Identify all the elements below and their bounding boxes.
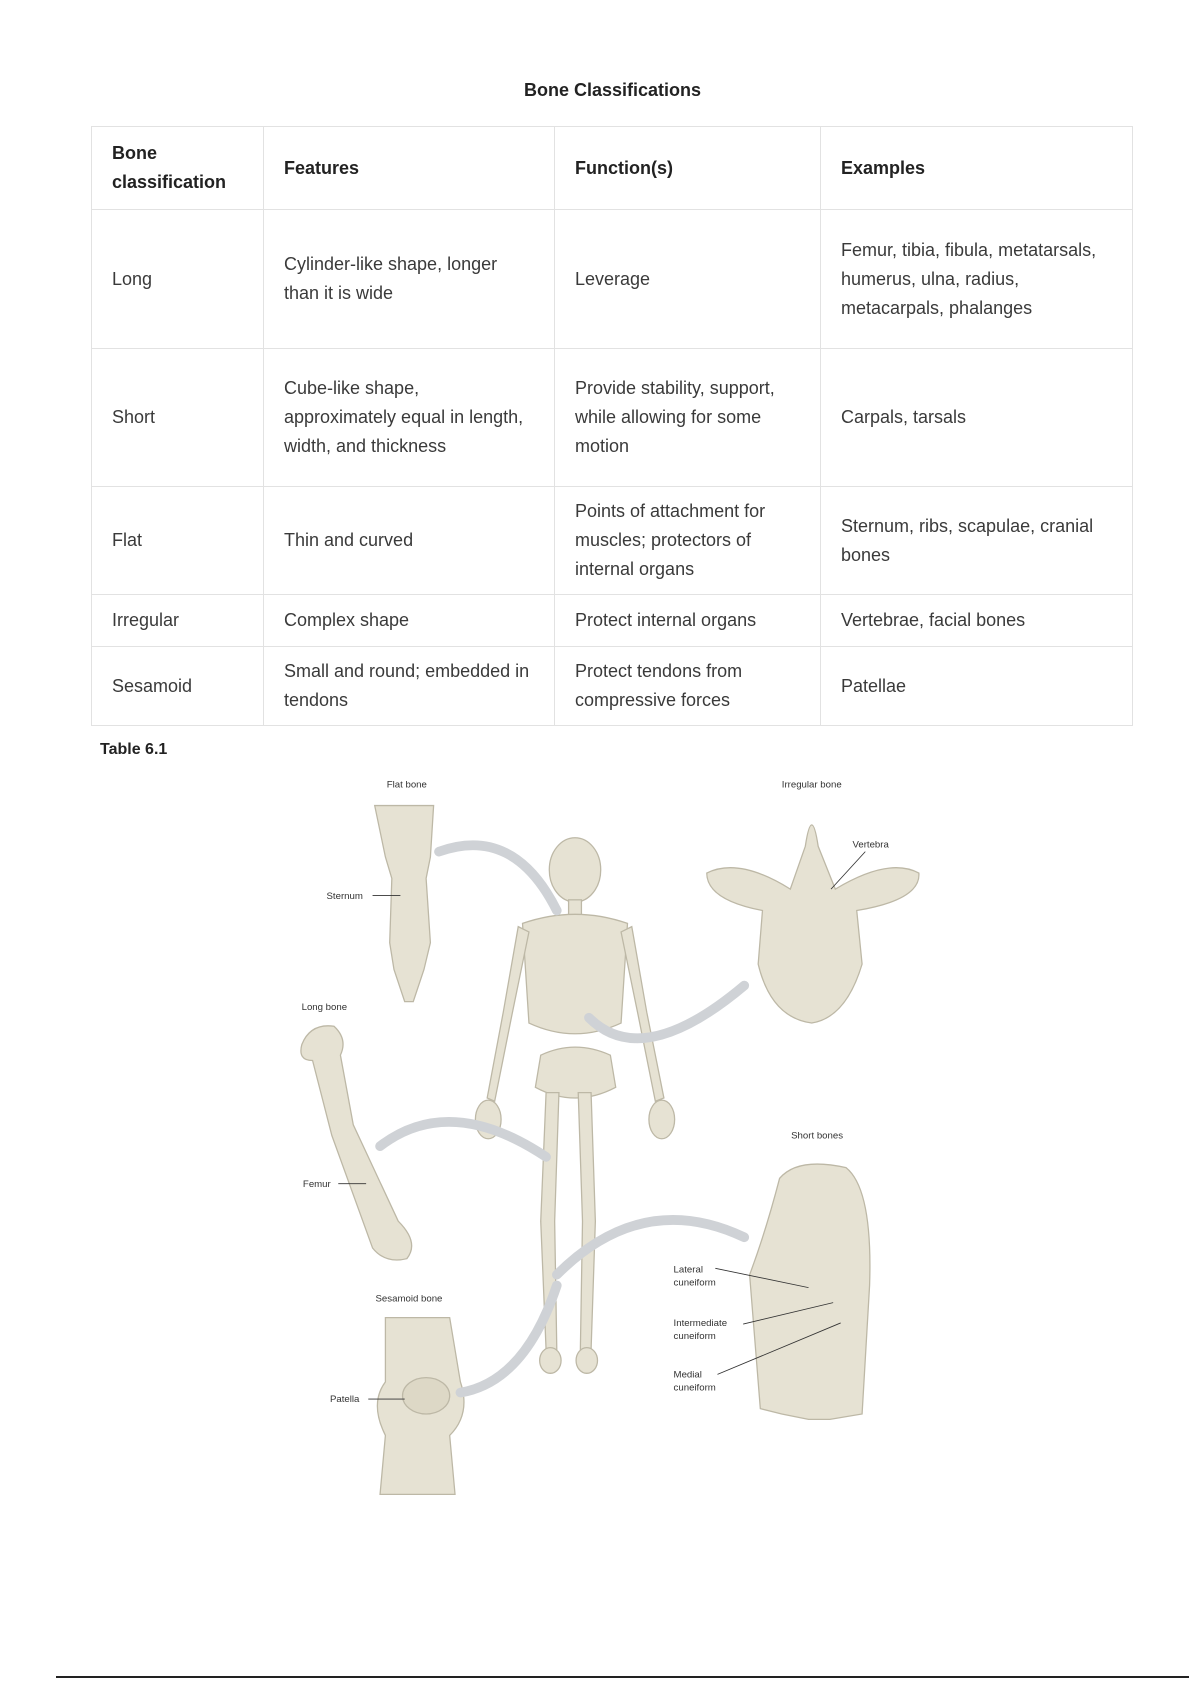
skeleton-illustration xyxy=(474,837,676,1374)
header-cell: Examples xyxy=(820,126,1133,210)
lateral-cuneiform-label: Lateral xyxy=(674,1265,703,1276)
foot-illustration xyxy=(748,1163,871,1421)
cell: Protect internal organs xyxy=(554,594,821,647)
table-row: Short Cube-like shape, approximately equ… xyxy=(91,348,1133,487)
cell: Thin and curved xyxy=(263,486,555,595)
cell: Points of attachment for muscles; protec… xyxy=(554,486,821,595)
irregular-bone-label: Irregular bone xyxy=(782,779,842,790)
cell: Cube-like shape, approximately equal in … xyxy=(263,348,555,487)
arrows xyxy=(375,840,750,1398)
patella-label: Patella xyxy=(330,1394,360,1405)
cell: Sternum, ribs, scapulae, cranial bones xyxy=(820,486,1133,595)
footer-divider xyxy=(56,1676,1189,1678)
table-caption: Table 6.1 xyxy=(100,741,168,758)
header-cell: Bone classification xyxy=(91,126,264,210)
cell: Flat xyxy=(91,486,264,595)
header-cell: Features xyxy=(263,126,555,210)
cell: Patellae xyxy=(820,646,1133,726)
lateral-cuneiform-label-2: cuneiform xyxy=(674,1277,716,1288)
cell: Cylinder-like shape, longer than it is w… xyxy=(263,209,555,349)
vertebra-label: Vertebra xyxy=(852,839,889,850)
short-bones-label: Short bones xyxy=(791,1131,843,1142)
flat-bone-label: Flat bone xyxy=(387,779,427,790)
intermediate-cuneiform-label: Intermediate xyxy=(674,1318,728,1329)
arrow-to-irregular xyxy=(584,980,750,1043)
sternum-label: Sternum xyxy=(327,891,363,902)
long-bone-label: Long bone xyxy=(302,1002,348,1013)
page-title: Bone Classifications xyxy=(523,80,702,100)
cell: Short xyxy=(91,348,264,487)
femur-illustration xyxy=(300,1025,413,1261)
medial-cuneiform-label-2: cuneiform xyxy=(674,1382,716,1393)
cell: Leverage xyxy=(554,209,821,349)
vertebra-illustration xyxy=(706,824,920,1024)
table-row: Long Cylinder-like shape, longer than it… xyxy=(91,209,1133,349)
femur-label: Femur xyxy=(303,1179,332,1190)
cell: Sesamoid xyxy=(91,646,264,726)
arrow-to-long xyxy=(375,1117,551,1162)
table-header-row: Bone classification Features Function(s)… xyxy=(91,126,1133,210)
table-row: Flat Thin and curved Points of attachmen… xyxy=(91,486,1133,595)
arrow-to-short xyxy=(551,1215,750,1280)
bone-classification-table: Bone classification Features Function(s)… xyxy=(91,126,1133,726)
cell: Provide stability, support, while allowi… xyxy=(554,348,821,487)
sternum-illustration xyxy=(373,804,435,1003)
cell: Long xyxy=(91,209,264,349)
medial-cuneiform-label: Medial xyxy=(674,1370,702,1381)
cell: Femur, tibia, fibula, metatarsals, humer… xyxy=(820,209,1133,349)
cell: Complex shape xyxy=(263,594,555,647)
bone-types-figure: Flat bone Irregular bone Vertebra Sternu… xyxy=(300,779,920,1495)
arrow-to-flat xyxy=(434,840,562,916)
cell: Irregular xyxy=(91,594,264,647)
leader-lines xyxy=(338,851,866,1400)
cell: Protect tendons from compressive forces xyxy=(554,646,821,726)
header-cell: Function(s) xyxy=(554,126,821,210)
intermediate-cuneiform-label-2: cuneiform xyxy=(674,1331,716,1342)
patella-illustration xyxy=(401,1376,451,1415)
sesamoid-bone-label: Sesamoid bone xyxy=(376,1294,443,1305)
arrow-to-sesamoid xyxy=(455,1280,562,1398)
cell: Small and round; embedded in tendons xyxy=(263,646,555,726)
cell: Vertebrae, facial bones xyxy=(820,594,1133,647)
cell: Carpals, tarsals xyxy=(820,348,1133,487)
table-row: Sesamoid Small and round; embedded in te… xyxy=(91,646,1133,726)
table-row: Irregular Complex shape Protect internal… xyxy=(91,594,1133,647)
